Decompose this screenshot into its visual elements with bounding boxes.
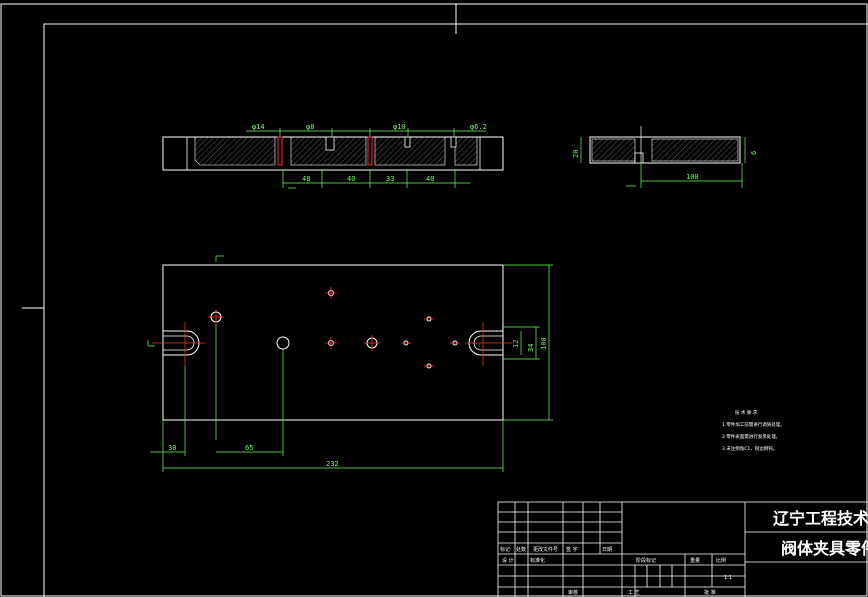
dim-plan-30: 30 [168,444,176,452]
sheet-border [0,3,868,597]
dim-plan-34: 34 [527,344,535,352]
dim-plan-100: 100 [540,337,548,350]
dim-plan-65: 65 [245,444,253,452]
tb-scale: 比例 [716,557,726,564]
dim-phi8: φ8 [306,123,314,131]
note-line-1: 1.零件加工前需进行调质处理。 [722,421,785,428]
section-view: φ14 φ8 φ10 φ6.2 48 40 33 40 [162,123,504,189]
tb-change-file: 更改文件号 [533,546,558,553]
dim-side-20: 20 [572,150,580,158]
tb-approve: 批 准 [704,589,716,596]
dim-40-a: 40 [347,175,355,183]
dim-33: 33 [386,175,394,183]
tb-process: 工 艺 [628,590,640,596]
plan-view: 100 34 12 30 65 232 [147,255,553,472]
dim-48: 48 [302,175,310,183]
note-line-3: 3.未注倒角C1，锐边倒钝。 [722,445,777,452]
dim-plan-12: 12 [512,340,520,348]
side-view: 20 6 100 [572,126,758,188]
note-line-2: 2.零件表面需进行发黑处理。 [722,433,780,440]
drawing-frame [43,23,868,597]
dim-side-100: 100 [686,173,699,181]
tb-count: 处数 [516,546,526,553]
dim-plan-232: 232 [326,460,339,468]
technical-notes: 技 术 要 求 1.零件加工前需进行调质处理。 2.零件表面需进行发黑处理。 3… [722,409,785,452]
tb-school-name: 辽宁工程技术大学机械 [773,509,868,528]
tb-stage-mark: 阶段标记 [636,557,656,564]
notes-title: 技 术 要 求 [735,409,758,416]
tb-review: 审核 [568,589,578,596]
tb-scale-value: 1:1 [724,575,732,581]
dim-phi14: φ14 [252,123,265,131]
title-block: 标记 处数 更改文件号 签 字 日期 设 计 标准化 审核 阶段标记 重量 比例… [497,501,868,597]
dim-40-b: 40 [426,175,434,183]
tb-weight: 重量 [690,557,700,564]
tb-standardize: 标准化 [530,557,545,564]
tb-part-name: 阀体夹具零件图 [781,539,868,558]
dim-phi10: φ10 [393,123,406,131]
dim-side-6: 6 [750,151,758,155]
dim-phi6-2: φ6.2 [470,123,487,131]
tb-mark: 标记 [500,546,510,553]
tb-design: 设 计 [502,557,514,564]
tb-signature: 签 字 [566,546,578,553]
tb-date: 日期 [602,547,612,553]
